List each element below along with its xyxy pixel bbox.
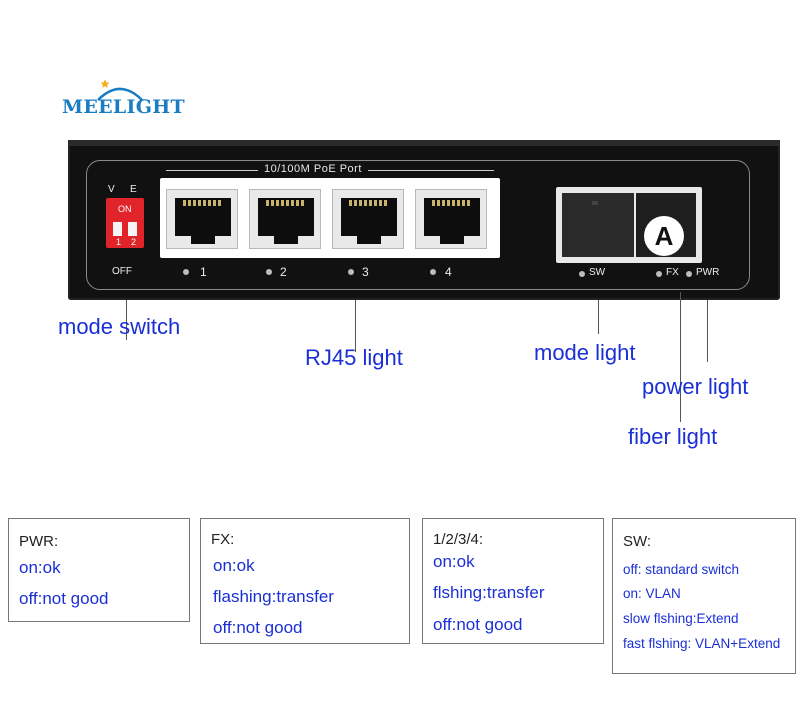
device-top-edge [68, 140, 780, 146]
port-2-led [266, 269, 272, 275]
logo-text: MEELIGHT [62, 96, 185, 118]
fx-legend-line: flashing:transfer [213, 587, 334, 606]
sw-legend-line: off: standard switch [623, 562, 740, 577]
port-header-label: 10/100M PoE Port [258, 163, 368, 175]
rj45-port-group [160, 178, 500, 258]
sw-legend-box: SW: off: standard switch on: VLAN slow f… [612, 518, 796, 674]
sw-legend-line: on: VLAN [623, 586, 681, 601]
sw-legend-line: fast flshing: VLAN+Extend [623, 636, 781, 651]
pwr-led [686, 271, 692, 277]
rj45-legend-line: on:ok [433, 552, 475, 571]
pwr-legend-line: off:not good [19, 589, 109, 608]
rj45-port-1[interactable] [166, 189, 238, 249]
front-panel-outline [86, 160, 750, 290]
mode-switch-callout: mode switch [58, 314, 181, 339]
fiber-light-leader [680, 292, 681, 422]
logo-arc-icon [97, 80, 143, 101]
sw-legend-heading: SW: [623, 533, 652, 550]
rj45-light-callout: RJ45 light [305, 345, 403, 370]
sw-led-label: SW [589, 267, 606, 278]
rj45-port-4[interactable] [415, 189, 487, 249]
fiber-badge-circle [644, 216, 684, 256]
rj45-legend-line: flshing:transfer [433, 583, 545, 602]
port-2-number: 2 [280, 265, 287, 279]
pwr-legend-heading: PWR: [19, 533, 59, 550]
dip-label-e: E [130, 184, 137, 195]
rj45-legend-heading: 1/2/3/4: [433, 531, 484, 548]
port-3-led [348, 269, 354, 275]
fx-legend-line: on:ok [213, 556, 255, 575]
dip-toggle-1[interactable] [113, 222, 122, 236]
rj45-port-3[interactable] [332, 189, 404, 249]
rj45-legend-box: 1/2/3/4: on:ok flshing:transfer off:not … [422, 518, 604, 644]
rj45-legend-line: off:not good [433, 615, 523, 634]
mode-light-callout: mode light [534, 340, 636, 365]
pwr-legend-line: on:ok [19, 558, 61, 577]
power-light-leader [707, 300, 708, 362]
dip-on-label: ON [118, 204, 132, 214]
fx-legend-heading: FX: [211, 531, 235, 548]
fiber-badge-letter: A [654, 221, 674, 251]
dip-toggle-2[interactable] [128, 222, 137, 236]
mode-switch-leader [126, 300, 127, 340]
dip-num-2: 2 [131, 237, 137, 247]
mode-dip-switch[interactable] [106, 198, 144, 248]
sw-legend-line: slow flshing:Extend [623, 611, 739, 626]
mode-light-leader [598, 300, 599, 334]
brand-logo: MEELIGHT [62, 80, 185, 130]
port-1-led [183, 269, 189, 275]
port-4-number: 4 [445, 265, 452, 279]
sw-led [579, 271, 585, 277]
fiber-light-callout: fiber light [628, 424, 718, 449]
rj45-port-2[interactable] [249, 189, 321, 249]
pwr-legend-box: PWR: on:ok off:not good [8, 518, 190, 622]
port-3-number: 3 [362, 265, 369, 279]
pwr-led-label: PWR [696, 267, 720, 278]
fx-legend-line: off:not good [213, 618, 303, 637]
dip-label-v: V [108, 184, 115, 195]
dip-num-1: 1 [116, 237, 122, 247]
fx-led [656, 271, 662, 277]
rj45-leader [355, 300, 356, 352]
dip-off-label: OFF [112, 266, 132, 277]
port-4-led [430, 269, 436, 275]
fx-led-label: FX [666, 267, 679, 278]
power-light-callout: power light [642, 374, 749, 399]
port-1-number: 1 [200, 265, 207, 279]
fx-legend-box: FX: on:ok flashing:transfer off:not good [200, 518, 410, 644]
